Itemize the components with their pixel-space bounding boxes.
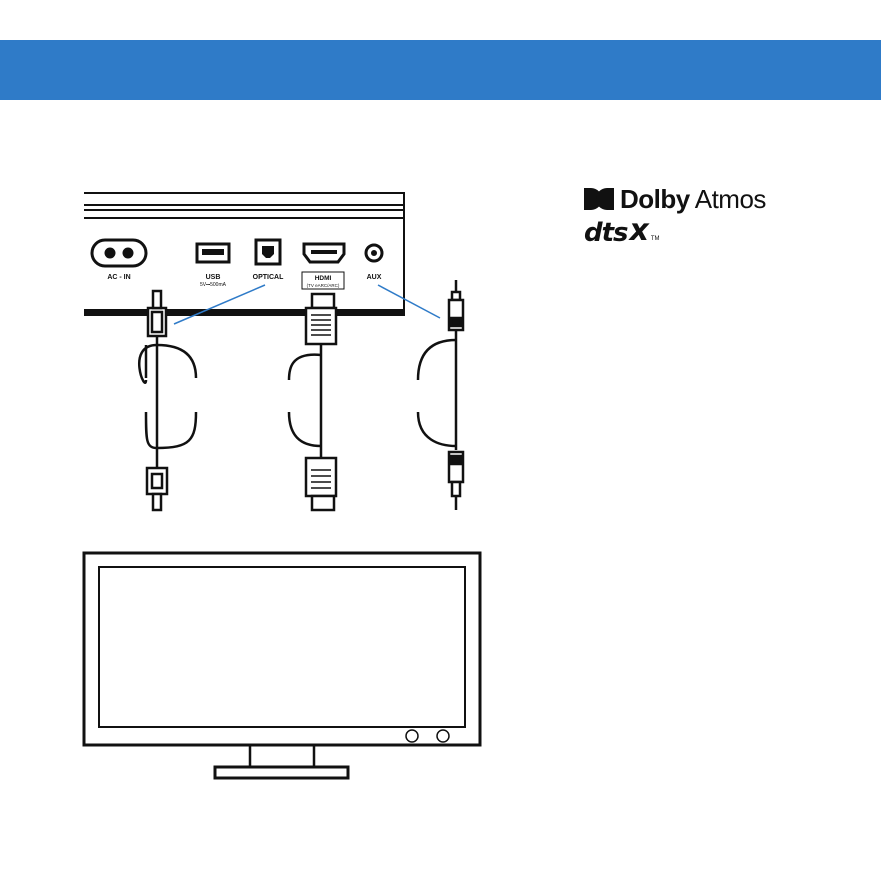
dts-x-logo: dts x TM xyxy=(584,214,660,248)
optical-port-icon xyxy=(256,240,280,264)
aux-jack-icon xyxy=(366,245,382,261)
optical-label: OPTICAL xyxy=(253,274,284,281)
ac-in-label: AC - IN xyxy=(107,274,130,281)
tv-neck xyxy=(250,745,314,767)
hdmi-sub-label: (TV eARC/ARC) xyxy=(307,283,340,288)
hdmi-port-icon xyxy=(304,244,344,262)
hdmi-label: HDMI xyxy=(315,275,332,282)
panel-bottom-edge xyxy=(84,309,405,316)
tv-screen xyxy=(99,567,465,727)
aux-label: AUX xyxy=(367,274,382,281)
optical-pointer-line xyxy=(174,285,265,324)
x-word: x xyxy=(630,213,649,248)
dts-word: dts xyxy=(584,218,628,248)
hdmi-cable xyxy=(289,294,336,510)
atmos-word: Atmos xyxy=(695,184,766,215)
trademark-mark: TM xyxy=(651,236,660,242)
tv-stand-base xyxy=(215,767,348,778)
dolby-atmos-logo: Dolby Atmos xyxy=(584,182,766,216)
dolby-word: Dolby xyxy=(620,184,690,215)
tv-icon xyxy=(84,553,480,778)
tv-button-left xyxy=(406,730,418,742)
aux-cable xyxy=(418,280,463,510)
usb-rating-label: 5V⎓500mA xyxy=(200,282,227,288)
usb-port-icon xyxy=(197,244,229,262)
usb-label: USB xyxy=(206,274,221,281)
ac-inlet-icon xyxy=(92,240,146,266)
dolby-mark-icon xyxy=(584,188,614,210)
tv-button-right xyxy=(437,730,449,742)
tv-frame xyxy=(84,553,480,745)
optical-cable xyxy=(139,291,196,510)
